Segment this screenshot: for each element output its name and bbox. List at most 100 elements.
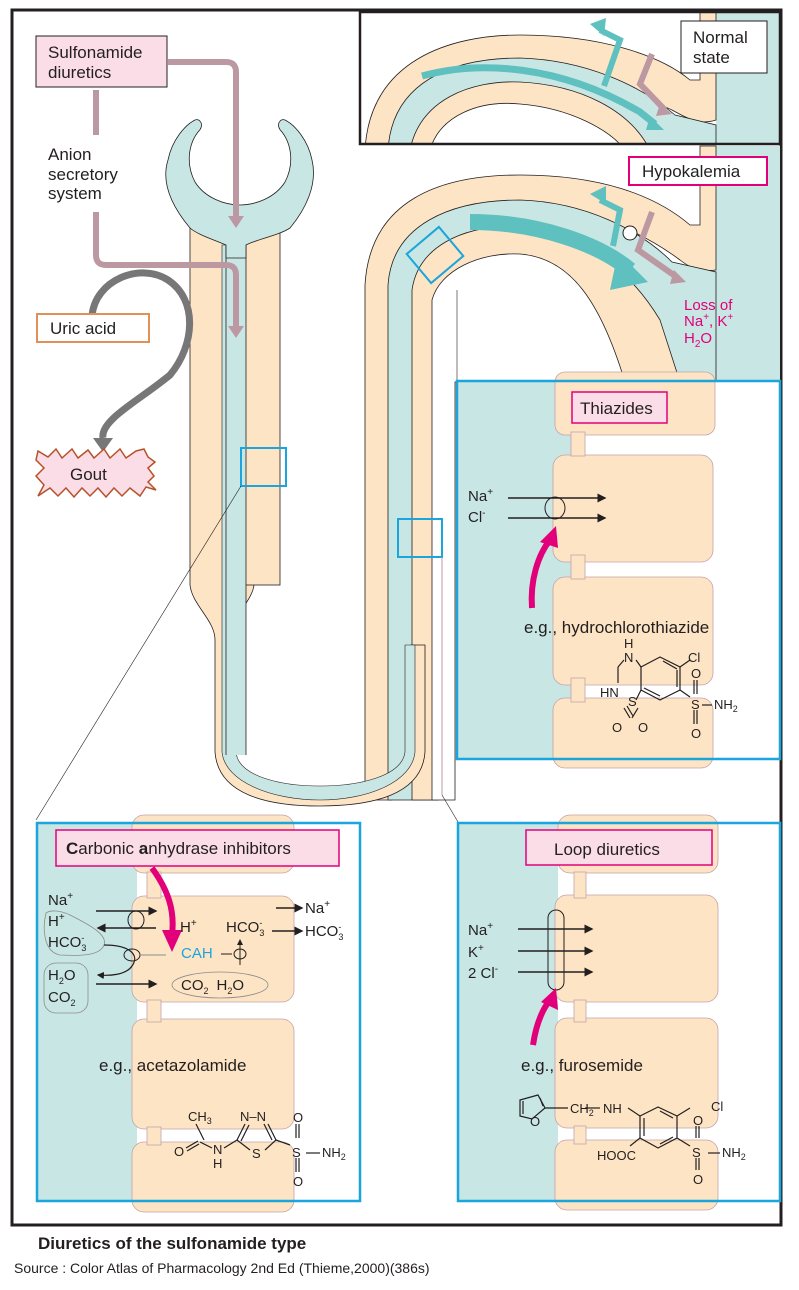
svg-text:Cl: Cl bbox=[688, 650, 700, 665]
carbonic-anhydrase-label bbox=[55, 829, 340, 867]
normal-state-inset: Normal state bbox=[358, 10, 782, 146]
loop-diuretics-title: Loop diuretics bbox=[554, 840, 660, 859]
thiazide-ion-na: Na+ bbox=[468, 487, 493, 505]
figure-caption-title: Diuretics of the sulfonamide type bbox=[38, 1234, 307, 1253]
normal-state-label bbox=[680, 20, 768, 74]
proximal-tubule bbox=[165, 119, 426, 807]
svg-text:NH2: NH2 bbox=[722, 1145, 746, 1162]
svg-text:K+: K+ bbox=[468, 943, 484, 961]
carbonic-anhydrase-panel: Carbonic anhydrase inhibitors Na+ H+ HCO… bbox=[35, 814, 362, 1213]
svg-text:HOOC: HOOC bbox=[597, 1148, 636, 1163]
svg-text:S: S bbox=[252, 1146, 261, 1161]
uric-acid-label bbox=[36, 313, 150, 343]
anion-line3: system bbox=[48, 184, 102, 203]
svg-text:H2O: H2O bbox=[48, 967, 76, 986]
callout-proximal bbox=[240, 447, 287, 487]
svg-text:NH: NH bbox=[603, 1101, 622, 1116]
svg-text:Na+: Na+ bbox=[468, 921, 493, 939]
thiazide-ion-cl: Cl- bbox=[468, 508, 486, 526]
normal-state-line1: Normal bbox=[693, 28, 748, 47]
svg-text:Na+: Na+ bbox=[48, 891, 73, 909]
hydrochlorothiazide-structure bbox=[617, 656, 712, 724]
thiazide-inhibition-arrow bbox=[528, 538, 553, 609]
loop-diuretics-panel: Loop diuretics Na+ K+ 2 Cl- e.g., furose… bbox=[456, 814, 782, 1211]
svg-text:CO2: CO2 bbox=[48, 989, 76, 1008]
normal-flow-arrow bbox=[421, 64, 658, 127]
anion-line2: secretory bbox=[48, 165, 118, 184]
svg-text:O: O bbox=[691, 726, 701, 741]
h2o-co2-group-outline bbox=[43, 962, 89, 1014]
callout-distal bbox=[405, 225, 465, 285]
svg-text:O: O bbox=[693, 1172, 703, 1187]
carbonic-anhydrase-title: Carbonic anhydrase inhibitors bbox=[66, 839, 291, 858]
svg-text:HCO3-: HCO3- bbox=[48, 933, 86, 953]
svg-text:N: N bbox=[624, 650, 633, 665]
hypokalemia-arrows bbox=[469, 186, 686, 290]
sulfonamide-diuretics-label bbox=[35, 35, 168, 88]
gout-text: Gout bbox=[70, 465, 107, 484]
uric-acid-arrow bbox=[88, 269, 193, 452]
cah-inhibition-arrow bbox=[149, 866, 176, 936]
svg-text:2 Cl-: 2 Cl- bbox=[468, 964, 498, 982]
sulfonamide-line1: Sulfonamide bbox=[48, 43, 143, 62]
uric-acid-text: Uric acid bbox=[50, 319, 116, 338]
figure-caption-source: Source : Color Atlas of Pharmacology 2nd… bbox=[14, 1260, 430, 1276]
cah-enzyme-label: CAH bbox=[181, 945, 213, 962]
svg-text:O: O bbox=[691, 666, 701, 681]
svg-text:S: S bbox=[628, 694, 637, 709]
loop-example: e.g., furosemide bbox=[521, 1056, 643, 1075]
svg-text:Na+, K+: Na+, K+ bbox=[684, 312, 733, 330]
svg-text:HN: HN bbox=[600, 685, 619, 700]
svg-text:CH2: CH2 bbox=[570, 1101, 594, 1118]
hypokalemia-text: Hypokalemia bbox=[642, 162, 741, 181]
svg-text:H2O: H2O bbox=[684, 330, 712, 350]
co2-h2o-group-outline bbox=[171, 971, 269, 999]
sulfonamide-line2: diuretics bbox=[48, 63, 111, 82]
thiazide-example: e.g., hydrochlorothiazide bbox=[524, 618, 709, 637]
gout-burst bbox=[34, 447, 157, 499]
svg-text:H+: H+ bbox=[180, 918, 197, 936]
svg-text:O: O bbox=[612, 720, 622, 735]
svg-text:O: O bbox=[293, 1110, 303, 1125]
callout-loop bbox=[397, 518, 443, 558]
glomerular-capsule bbox=[165, 119, 314, 259]
k-channel-icon bbox=[622, 225, 638, 241]
thiazides-panel: Thiazides Na+ Cl- e.g., hydrochlorothiaz… bbox=[455, 371, 782, 769]
svg-text:S: S bbox=[691, 697, 700, 712]
carbonic-example: e.g., acetazolamide bbox=[99, 1056, 246, 1075]
svg-text:HCO3-: HCO3- bbox=[305, 922, 343, 942]
thiazides-label bbox=[571, 391, 668, 424]
svg-text:Na+: Na+ bbox=[305, 899, 330, 917]
distal-tubule-arc bbox=[364, 145, 780, 801]
nacl-symporter-icon bbox=[544, 496, 566, 520]
svg-text:O: O bbox=[530, 1114, 540, 1129]
svg-text:O: O bbox=[293, 1174, 303, 1189]
furosemide-structure bbox=[519, 1094, 720, 1170]
svg-text:S: S bbox=[292, 1145, 301, 1160]
svg-text:N–N: N–N bbox=[240, 1109, 266, 1124]
svg-text:NH2: NH2 bbox=[322, 1145, 346, 1162]
svg-text:Cl: Cl bbox=[711, 1099, 723, 1114]
thiazides-title: Thiazides bbox=[580, 399, 653, 418]
acetazolamide-structure bbox=[185, 1123, 320, 1172]
svg-text:CH3: CH3 bbox=[188, 1109, 212, 1126]
loop-diuretics-label bbox=[525, 829, 713, 866]
svg-text:H+: H+ bbox=[48, 912, 65, 930]
svg-text:N: N bbox=[213, 1142, 222, 1157]
hypokalemia-label bbox=[628, 156, 768, 186]
anion-secretory-arrows bbox=[93, 59, 244, 338]
normal-state-line2: state bbox=[693, 48, 730, 67]
svg-text:HCO3-: HCO3- bbox=[226, 918, 264, 938]
anion-line1: Anion bbox=[48, 145, 91, 164]
svg-text:Loss of: Loss of bbox=[684, 297, 733, 314]
svg-text:H: H bbox=[624, 636, 633, 651]
svg-text:O: O bbox=[693, 1113, 703, 1128]
svg-text:H: H bbox=[213, 1156, 222, 1171]
svg-text:O: O bbox=[174, 1144, 184, 1159]
svg-text:NH2: NH2 bbox=[714, 697, 738, 714]
loss-label: Loss of Na+, K+ H2O bbox=[684, 297, 733, 350]
svg-text:S: S bbox=[692, 1145, 701, 1160]
svg-text:O: O bbox=[638, 720, 648, 735]
